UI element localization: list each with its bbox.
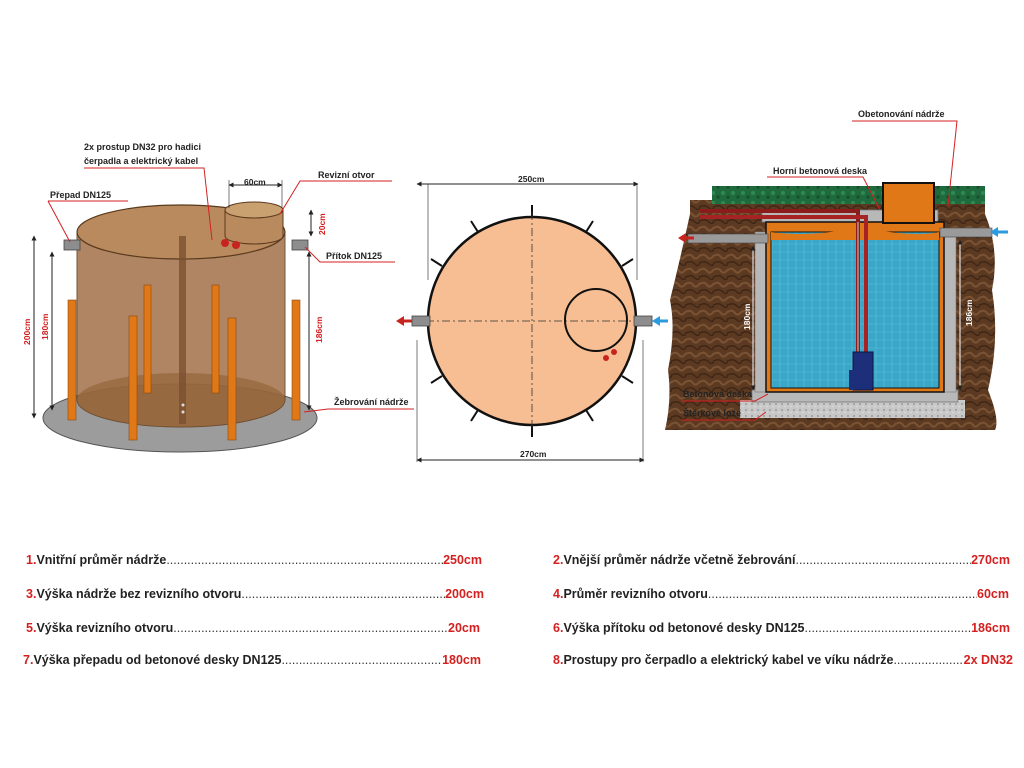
revision-riser [882,182,935,224]
pipe-passthrough-icon [232,241,240,249]
tank-top-view: 250cm 270cm [396,174,668,463]
dim-186: 186cm [314,316,324,343]
center-column [179,236,186,424]
gravel-bed [740,400,965,418]
inflow-pipe [291,239,309,251]
rib-ticks [430,205,634,437]
inflow-arrow-icon [652,316,660,326]
inflow-arrow-icon [990,227,998,237]
label-pipes-1: 2x prostup DN32 pro hadici [84,142,201,152]
ribs [67,284,301,441]
dim-180: 180cm [40,313,50,340]
spec-item: 2.Vnější průměr nádrže včetně žebrování … [553,553,1010,567]
spec-item: 3.Výška nádrže bez revizního otvoru ....… [26,587,484,601]
dim-200: 200cm [22,318,32,345]
spec-item: 5.Výška revizního otvoru ...............… [26,621,480,635]
spec-item: 1.Vnitřní průměr nádrže ................… [26,553,482,567]
pump [852,351,874,391]
label-overflow: Přepad DN125 [50,190,111,200]
spec-item: 4.Průměr revizního otvoru ..............… [553,587,1009,601]
dim-270: 270cm [520,449,547,459]
label-inflow: Přítok DN125 [326,251,382,261]
label-concrete-cover: Obetonování nádrže [858,109,945,119]
overflow-pipe [63,239,81,251]
pump-pipes [700,209,868,360]
pipe-passthrough-icon [221,239,229,247]
revision-opening [224,209,284,245]
label-gravel: Štěrkové lože [683,407,741,418]
section-dim-186: 186cm [964,299,974,326]
spec-item: 7.Výška přepadu od betonové desky DN125 … [23,653,481,667]
dim-250: 250cm [518,174,545,184]
spec-item: 6.Výška přítoku od betonové desky DN125 … [553,621,1010,635]
label-top-slab: Horní betonová deska [773,166,868,176]
spec-item: 8.Prostupy pro čerpadlo a elektrický kab… [553,653,1013,667]
dim-20: 20cm [317,213,327,235]
section-dim-180: 180cm [742,303,752,330]
dim-60: 60cm [244,177,266,187]
tank-section-view: 180cm 186cm Obetonování nádrže Horní bet… [665,109,1008,430]
revision-opening-plan [564,288,628,352]
tank-perspective-view: 60cm 20cm 200cm 180cm 186cm 2x prostup D… [22,142,414,453]
outflow-arrow-icon [396,316,404,326]
label-ribs: Žebrování nádrže [334,396,409,407]
label-revision: Revizní otvor [318,170,375,180]
outflow-arrow-icon [678,233,686,243]
label-pipes-2: čerpadla a elektrický kabel [84,156,198,166]
grass-layer [712,186,985,204]
label-base-slab: Betonová deska [683,389,753,399]
